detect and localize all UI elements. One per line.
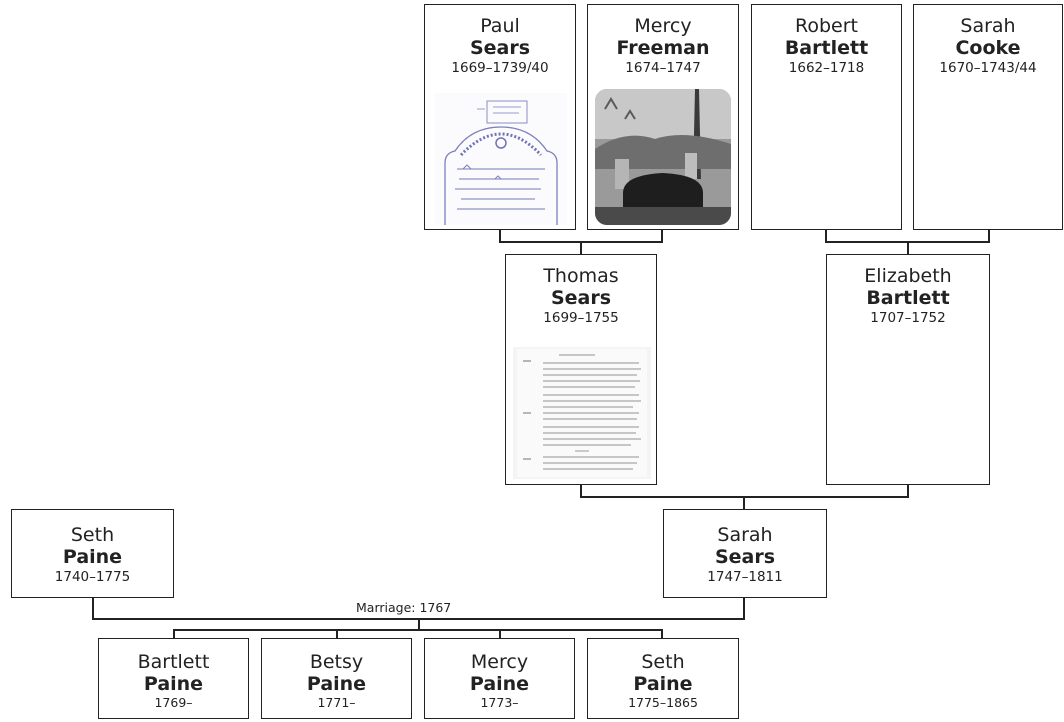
person-mercy-freeman[interactable]: Mercy Freeman 1674–1747 bbox=[587, 4, 739, 230]
person-robert-bartlett[interactable]: Robert Bartlett 1662–1718 bbox=[751, 4, 902, 230]
person-thomas-sears[interactable]: Thomas Sears 1699–1755 bbox=[505, 254, 657, 485]
connector bbox=[825, 229, 827, 242]
person-sarah-cooke[interactable]: Sarah Cooke 1670–1743/44 bbox=[913, 4, 1063, 230]
person-seth-paine-son[interactable]: Seth Paine 1775–1865 bbox=[587, 638, 739, 719]
connector bbox=[499, 629, 501, 639]
life-years: 1699–1755 bbox=[543, 310, 619, 326]
surname: Sears bbox=[550, 287, 612, 309]
connector bbox=[336, 629, 338, 639]
connector bbox=[907, 484, 909, 497]
life-years: 1775–1865 bbox=[628, 695, 698, 710]
connector bbox=[907, 241, 909, 255]
given-name: Mercy bbox=[470, 651, 529, 673]
surname: Paine bbox=[469, 673, 530, 695]
person-sarah-sears[interactable]: Sarah Sears 1747–1811 bbox=[663, 509, 827, 598]
connector bbox=[661, 229, 663, 242]
gravestone-sketch-image bbox=[435, 93, 567, 225]
marriage-label: Marriage: 1767 bbox=[353, 600, 455, 615]
given-name: Seth bbox=[641, 651, 685, 673]
given-name: Mercy bbox=[634, 15, 692, 37]
life-years: 1662–1718 bbox=[788, 60, 865, 76]
life-years: 1747–1811 bbox=[707, 569, 783, 585]
connector bbox=[173, 629, 663, 631]
person-betsy-paine[interactable]: Betsy Paine 1771– bbox=[261, 638, 412, 719]
surname: Cooke bbox=[955, 37, 1021, 59]
life-years: 1740–1775 bbox=[54, 569, 131, 585]
connector bbox=[988, 229, 990, 242]
given-name: Elizabeth bbox=[864, 265, 952, 287]
connector bbox=[743, 496, 745, 509]
connector bbox=[580, 241, 582, 255]
given-name: Paul bbox=[480, 15, 520, 37]
life-years: 1674–1747 bbox=[625, 60, 701, 76]
surname: Paine bbox=[633, 673, 693, 695]
life-years: 1670–1743/44 bbox=[939, 60, 1037, 76]
given-name: Seth bbox=[70, 524, 115, 546]
surname: Freeman bbox=[616, 37, 710, 59]
given-name: Betsy bbox=[309, 651, 364, 673]
connector bbox=[661, 629, 663, 639]
person-bartlett-paine[interactable]: Bartlett Paine 1769– bbox=[98, 638, 249, 719]
life-years: 1769– bbox=[154, 695, 193, 710]
given-name: Thomas bbox=[543, 265, 619, 287]
life-years: 1707–1752 bbox=[870, 310, 946, 326]
given-name: Robert bbox=[795, 15, 858, 37]
person-seth-paine-father[interactable]: Seth Paine 1740–1775 bbox=[11, 509, 174, 598]
surname: Paine bbox=[143, 673, 204, 695]
connector bbox=[418, 618, 420, 630]
surname: Sears bbox=[714, 546, 776, 568]
surname: Bartlett bbox=[784, 37, 869, 59]
connector bbox=[743, 597, 745, 619]
connector bbox=[92, 597, 94, 619]
surname: Bartlett bbox=[866, 287, 950, 309]
document-page-image bbox=[513, 347, 651, 479]
life-years: 1773– bbox=[480, 695, 519, 710]
surname: Paine bbox=[306, 673, 367, 695]
surname: Sears bbox=[469, 37, 531, 59]
connector bbox=[580, 484, 582, 497]
life-years: 1669–1739/40 bbox=[451, 60, 549, 76]
given-name: Bartlett bbox=[137, 651, 210, 673]
surname: Paine bbox=[62, 546, 123, 568]
person-mercy-paine[interactable]: Mercy Paine 1773– bbox=[424, 638, 575, 719]
person-elizabeth-bartlett[interactable]: Elizabeth Bartlett 1707–1752 bbox=[826, 254, 990, 485]
connector bbox=[173, 629, 175, 639]
life-years: 1771– bbox=[317, 695, 356, 710]
gravestone-photo-image bbox=[595, 89, 731, 225]
connector bbox=[499, 229, 501, 242]
person-paul-sears[interactable]: Paul Sears 1669–1739/40 bbox=[424, 4, 576, 230]
given-name: Sarah bbox=[960, 15, 1016, 37]
given-name: Sarah bbox=[717, 524, 773, 546]
